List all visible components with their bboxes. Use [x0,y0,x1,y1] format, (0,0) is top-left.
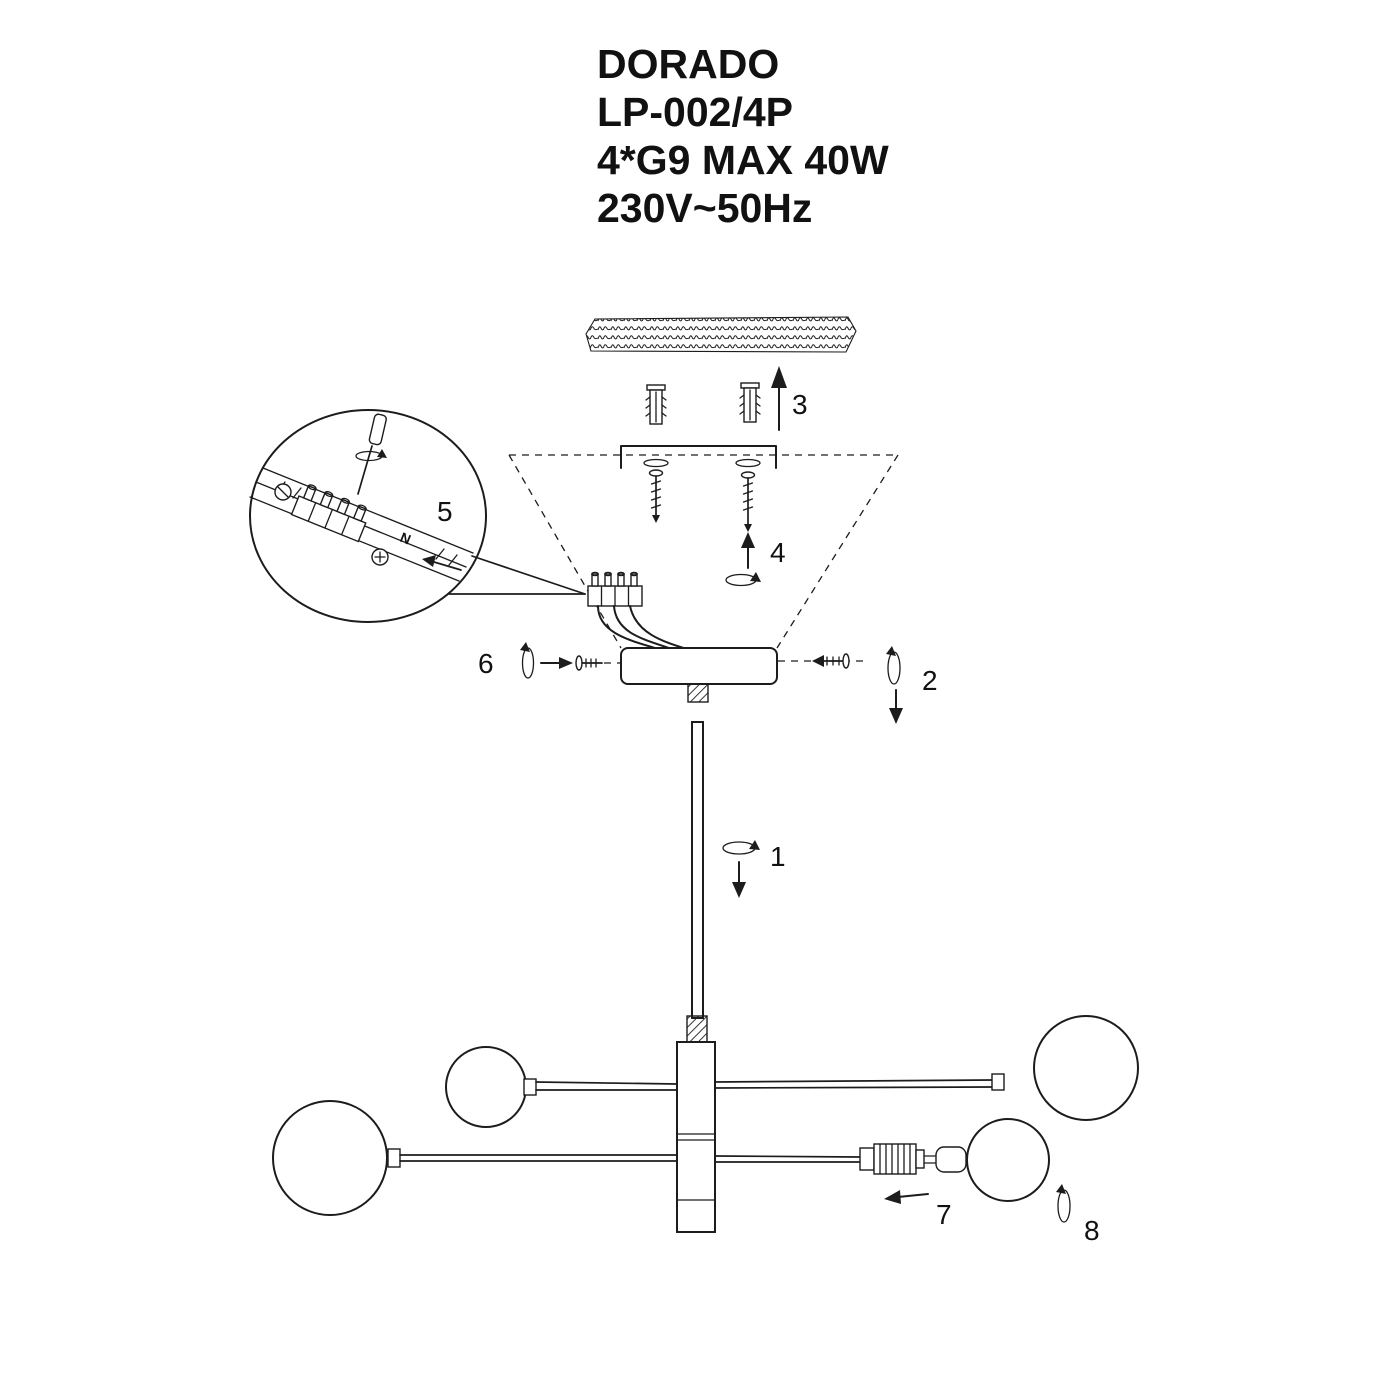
step1-arrow-down [732,861,746,898]
g9-socket [859,1143,925,1175]
step6-label: 6 [478,648,494,679]
step4-arrow-up [741,532,755,569]
rail-screw-head-left [274,483,292,501]
step2-arrow-down [889,689,903,724]
lower-arm [272,1100,1050,1216]
glass-globe [966,1118,1050,1202]
projection-lines [508,454,899,649]
model-number: LP-002/4P [597,89,793,135]
title-block: DORADO LP-002/4P 4*G9 MAX 40W 230V~50Hz [597,41,889,231]
mounting-bracket [620,445,777,469]
wires [597,605,691,651]
step3-arrow-up [771,366,787,431]
step7-arrow-left [884,1190,929,1204]
terminal-block-small [587,571,643,607]
down-rod [691,721,704,1019]
screwdriver-icon [355,413,387,495]
step8-label: 8 [1084,1215,1100,1246]
bracket-screw-left [648,469,664,523]
side-screw-right [778,653,866,669]
g9-bulb [923,1146,967,1173]
glass-globe [445,1046,527,1128]
step1-rotate-icon [722,840,760,855]
bracket-screw-right [740,471,756,532]
upper-arm [445,1015,1139,1128]
central-hub [676,1041,716,1233]
step7-label: 7 [936,1199,952,1230]
side-screw-left [575,655,620,671]
terminal-strip [290,484,367,543]
lamp-spec: 4*G9 MAX 40W [597,137,889,183]
canopy [620,647,778,703]
step2-rotate-icon [886,646,901,685]
step4-label: 4 [770,537,786,568]
wall-anchor-left [645,384,667,425]
step3-label: 3 [792,389,808,420]
product-name: DORADO [597,41,779,87]
glass-globe [1033,1015,1139,1121]
rail-screw-head-right [371,548,389,566]
lamp-body [272,1015,1139,1233]
step5-label: 5 [437,496,453,527]
step1-label: 1 [770,841,786,872]
detail-arrow-icon [422,555,462,571]
ceiling-hatch [585,316,857,353]
step2-label: 2 [922,665,938,696]
step4-rotate-icon [725,572,761,587]
step6-rotate-icon [520,642,535,679]
wall-anchor-right [739,382,761,423]
power-spec: 230V~50Hz [597,185,812,231]
glass-globe [272,1100,388,1216]
step8-rotate-icon [1056,1184,1071,1223]
step6-arrow-right [540,657,573,669]
detail-callout: N [249,409,586,623]
threaded-nipple [686,1015,708,1043]
